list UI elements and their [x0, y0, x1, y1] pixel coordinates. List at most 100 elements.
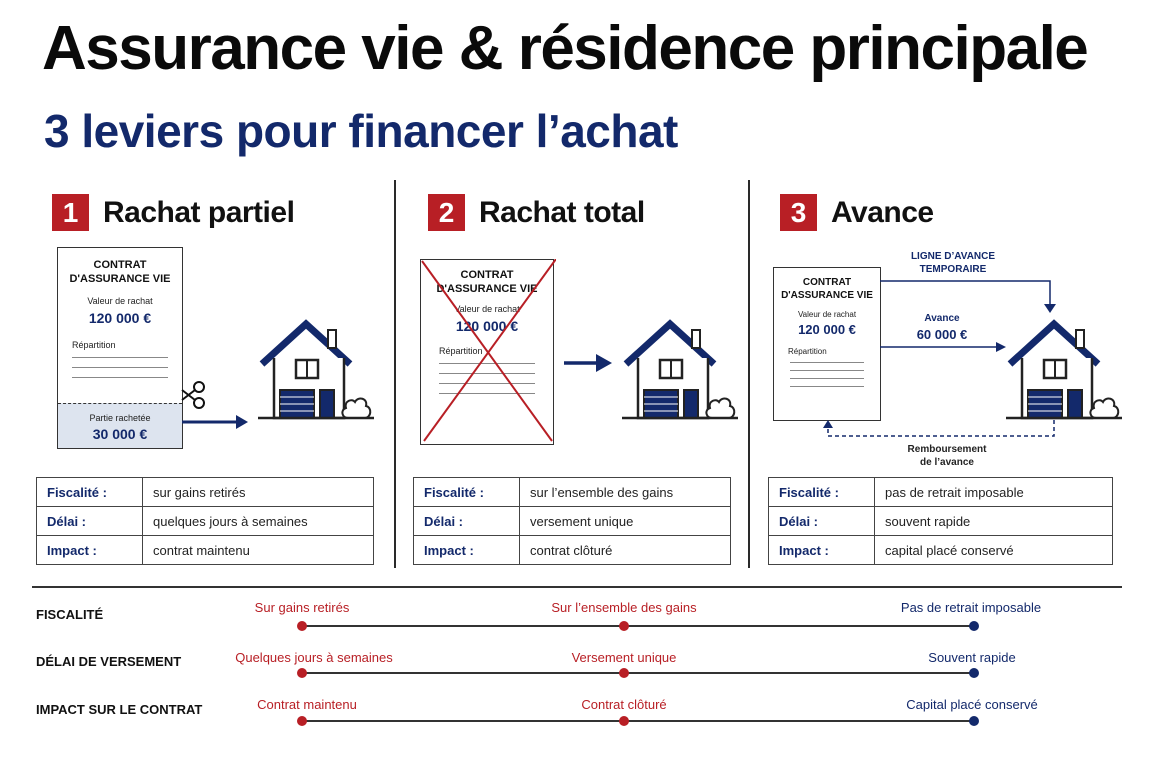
dashed-return-arrow-icon	[823, 420, 1055, 437]
value-amount: 120 000 €	[798, 322, 856, 337]
table-row: Délai : versement unique	[413, 506, 731, 536]
section-number-badge: 1	[52, 194, 89, 231]
table-key: Délai :	[413, 506, 520, 536]
credit-line-label-2: TEMPORAIRE	[919, 264, 987, 275]
column-divider-2	[748, 180, 750, 568]
contract-document: CONTRAT D'ASSURANCE VIE Valeur de rachat…	[773, 267, 881, 421]
repayment-label: Remboursement de l’avance	[882, 443, 1012, 469]
section-2-table: Fiscalité : sur l’ensemble des gains Dél…	[413, 477, 731, 565]
table-value: pas de retrait imposable	[874, 477, 1113, 507]
comparison-dot	[969, 668, 979, 678]
comparison-dot	[619, 716, 629, 726]
comparison-dot	[297, 668, 307, 678]
comparison-value: Sur gains retirés	[254, 600, 350, 615]
repayment-label-2: de l’avance	[920, 457, 974, 468]
house-icon	[622, 318, 740, 422]
section-number-badge: 2	[428, 194, 465, 231]
section-number-badge: 3	[780, 194, 817, 231]
table-value: versement unique	[519, 506, 731, 536]
document-title: CONTRAT	[460, 269, 514, 281]
table-key: Fiscalité :	[768, 477, 875, 507]
house-icon	[1006, 318, 1124, 422]
repartition-label: Répartition	[439, 346, 483, 356]
table-row: Fiscalité : sur l’ensemble des gains	[413, 477, 731, 507]
table-row: Impact : capital placé conservé	[768, 535, 1113, 565]
redeemed-part: Partie rachetée 30 000 €	[58, 403, 182, 448]
page-title: Assurance vie & résidence principale	[42, 14, 1089, 83]
table-key: Impact :	[768, 535, 875, 565]
document-title: D'ASSURANCE VIE	[69, 273, 171, 285]
table-key: Délai :	[36, 506, 143, 536]
credit-line-arrow-icon	[880, 280, 1056, 313]
table-key: Fiscalité :	[36, 477, 143, 507]
repayment-label-1: Remboursement	[907, 444, 987, 455]
value-label: Valeur de rachat	[87, 296, 153, 306]
comparison-label: IMPACT SUR LE CONTRAT	[36, 702, 203, 717]
table-value: capital placé conservé	[874, 535, 1113, 565]
contract-document: CONTRAT D'ASSURANCE VIE Valeur de rachat…	[57, 247, 183, 449]
comparison-dot	[969, 716, 979, 726]
comparison-value: Contrat clôturé	[581, 697, 667, 712]
comparison-dot	[297, 716, 307, 726]
arrow-right-icon	[880, 342, 1006, 352]
comparison-dot	[619, 621, 629, 631]
table-value: contrat maintenu	[142, 535, 374, 565]
comparison-label: DÉLAI DE VERSEMENT	[36, 654, 182, 669]
value-label: Valeur de rachat	[797, 310, 857, 319]
comparison-dot	[969, 621, 979, 631]
section-title: Avance	[831, 195, 934, 229]
value-label: Valeur de rachat	[454, 304, 520, 314]
comparison-line	[302, 720, 974, 722]
house-icon	[258, 318, 376, 422]
column-divider-1	[394, 180, 396, 568]
cross-out-icon	[421, 259, 556, 442]
table-row: Fiscalité : sur gains retirés	[36, 477, 374, 507]
section-divider	[32, 586, 1122, 588]
comparison-line	[302, 625, 974, 627]
document-title: D'ASSURANCE VIE	[436, 283, 538, 295]
document-title: CONTRAT	[802, 277, 852, 288]
section-1-header: 1 Rachat partiel	[52, 194, 295, 231]
part-value: 30 000 €	[92, 426, 148, 442]
comparison-value: Pas de retrait imposable	[900, 600, 1042, 615]
comparison-value: Sur l’ensemble des gains	[551, 600, 697, 615]
credit-line-label-1: LIGNE D’AVANCE	[910, 251, 996, 262]
section-title: Rachat total	[479, 195, 645, 229]
advance-value: 60 000 €	[916, 327, 968, 342]
page-subtitle: 3 leviers pour financer l’achat	[44, 105, 678, 157]
value-amount: 120 000 €	[88, 310, 152, 326]
advance-label: Avance	[924, 313, 960, 324]
part-label: Partie rachetée	[89, 413, 151, 423]
section-2-header: 2 Rachat total	[428, 194, 645, 231]
table-row: Délai : quelques jours à semaines	[36, 506, 374, 536]
table-value: souvent rapide	[874, 506, 1113, 536]
comparison-value: Quelques jours à semaines	[235, 650, 393, 665]
table-row: Délai : souvent rapide	[768, 506, 1113, 536]
repartition-label: Répartition	[72, 340, 116, 350]
section-3-table: Fiscalité : pas de retrait imposable Dél…	[768, 477, 1113, 565]
comparison-value: Versement unique	[571, 650, 677, 665]
section-3-header: 3 Avance	[780, 194, 934, 231]
scissors-icon	[181, 381, 205, 409]
document-title: CONTRAT	[93, 259, 147, 271]
table-row: Impact : contrat clôturé	[413, 535, 731, 565]
comparison-dot	[619, 668, 629, 678]
comparison-value: Souvent rapide	[928, 650, 1016, 665]
repartition-label: Répartition	[788, 347, 827, 356]
comparison-dot	[297, 621, 307, 631]
table-value: contrat clôturé	[519, 535, 731, 565]
table-key: Impact :	[413, 535, 520, 565]
table-key: Impact :	[36, 535, 143, 565]
table-key: Délai :	[768, 506, 875, 536]
section-1-table: Fiscalité : sur gains retirés Délai : qu…	[36, 477, 374, 565]
comparison-value: Contrat maintenu	[257, 697, 357, 712]
table-row: Fiscalité : pas de retrait imposable	[768, 477, 1113, 507]
arrow-right-icon	[182, 415, 248, 429]
table-value: sur gains retirés	[142, 477, 374, 507]
table-value: quelques jours à semaines	[142, 506, 374, 536]
document-title: D'ASSURANCE VIE	[781, 290, 873, 301]
comparison-value: Capital placé conservé	[906, 697, 1038, 712]
arrow-right-icon	[564, 354, 612, 372]
credit-line-label: LIGNE D’AVANCE TEMPORAIRE	[900, 250, 1006, 276]
section-title: Rachat partiel	[103, 195, 295, 229]
